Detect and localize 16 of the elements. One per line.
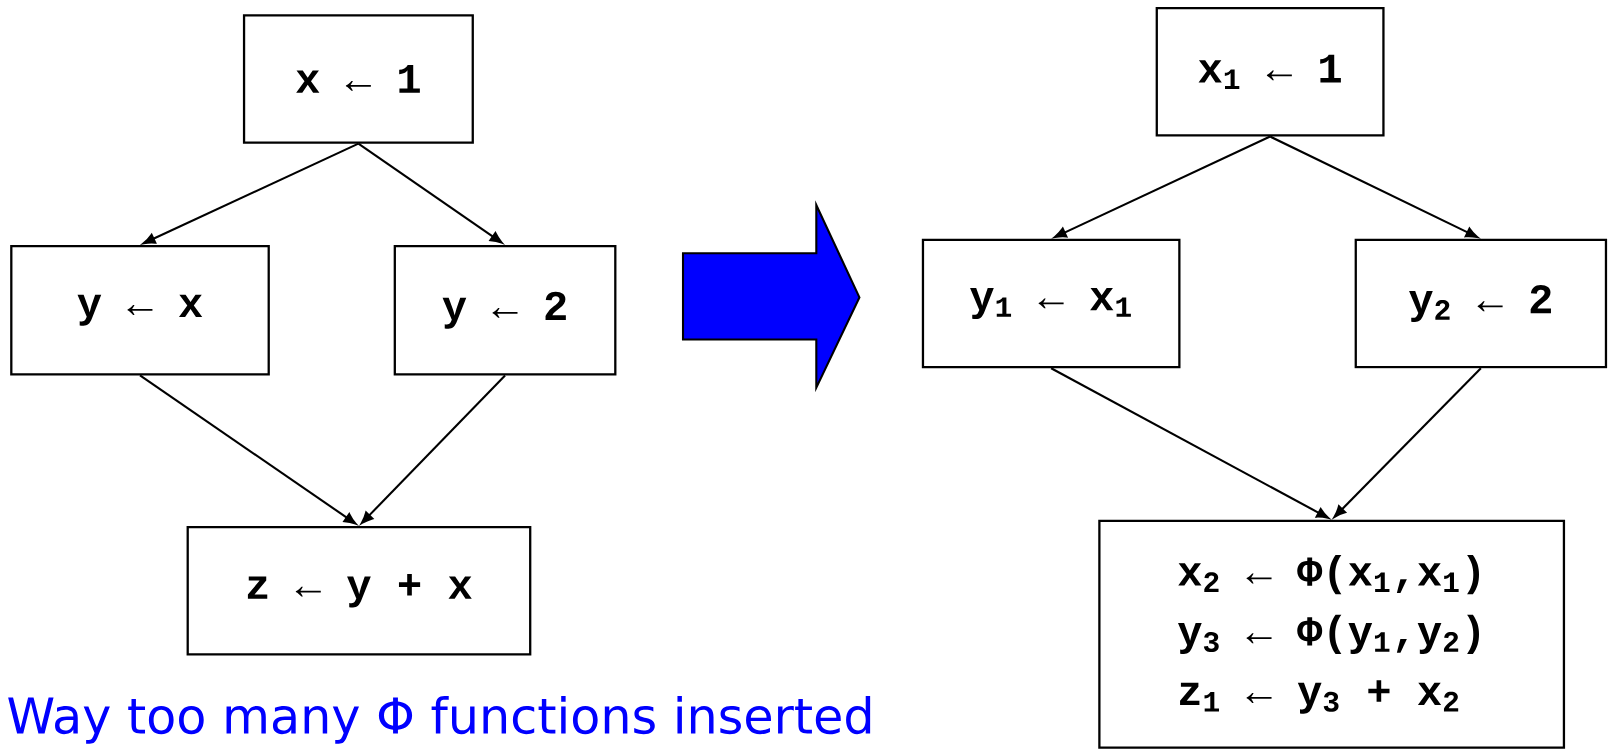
code-box: x$_{1}$ ← 1 <box>1155 7 1385 137</box>
arrow <box>1053 135 1271 239</box>
code-box: y$_{1}$ ← x$_{1}$ <box>921 238 1181 369</box>
code-box: x$_{2}$ ← Φ(x$_{1}$,x$_{1}$) y$_{3}$ ← Φ(y$_{1}$,y$_{2}$) z$_{1}$ ← y$_{3}$ + x$_{2}$ <box>1098 519 1566 749</box>
code-box: y$_{2}$ ← 2 <box>1354 238 1608 369</box>
arrow <box>1269 135 1479 239</box>
code-box: y ← x <box>10 244 270 376</box>
arrow <box>1333 367 1482 518</box>
arrow <box>142 142 359 245</box>
code-box: y ← 2 <box>393 244 617 376</box>
arrow <box>357 142 503 244</box>
code-box: z ← y + x <box>186 526 532 656</box>
arrow <box>360 374 506 525</box>
arrow <box>1050 367 1330 519</box>
arrow <box>139 374 357 525</box>
code-box: x ← 1 <box>242 14 474 144</box>
